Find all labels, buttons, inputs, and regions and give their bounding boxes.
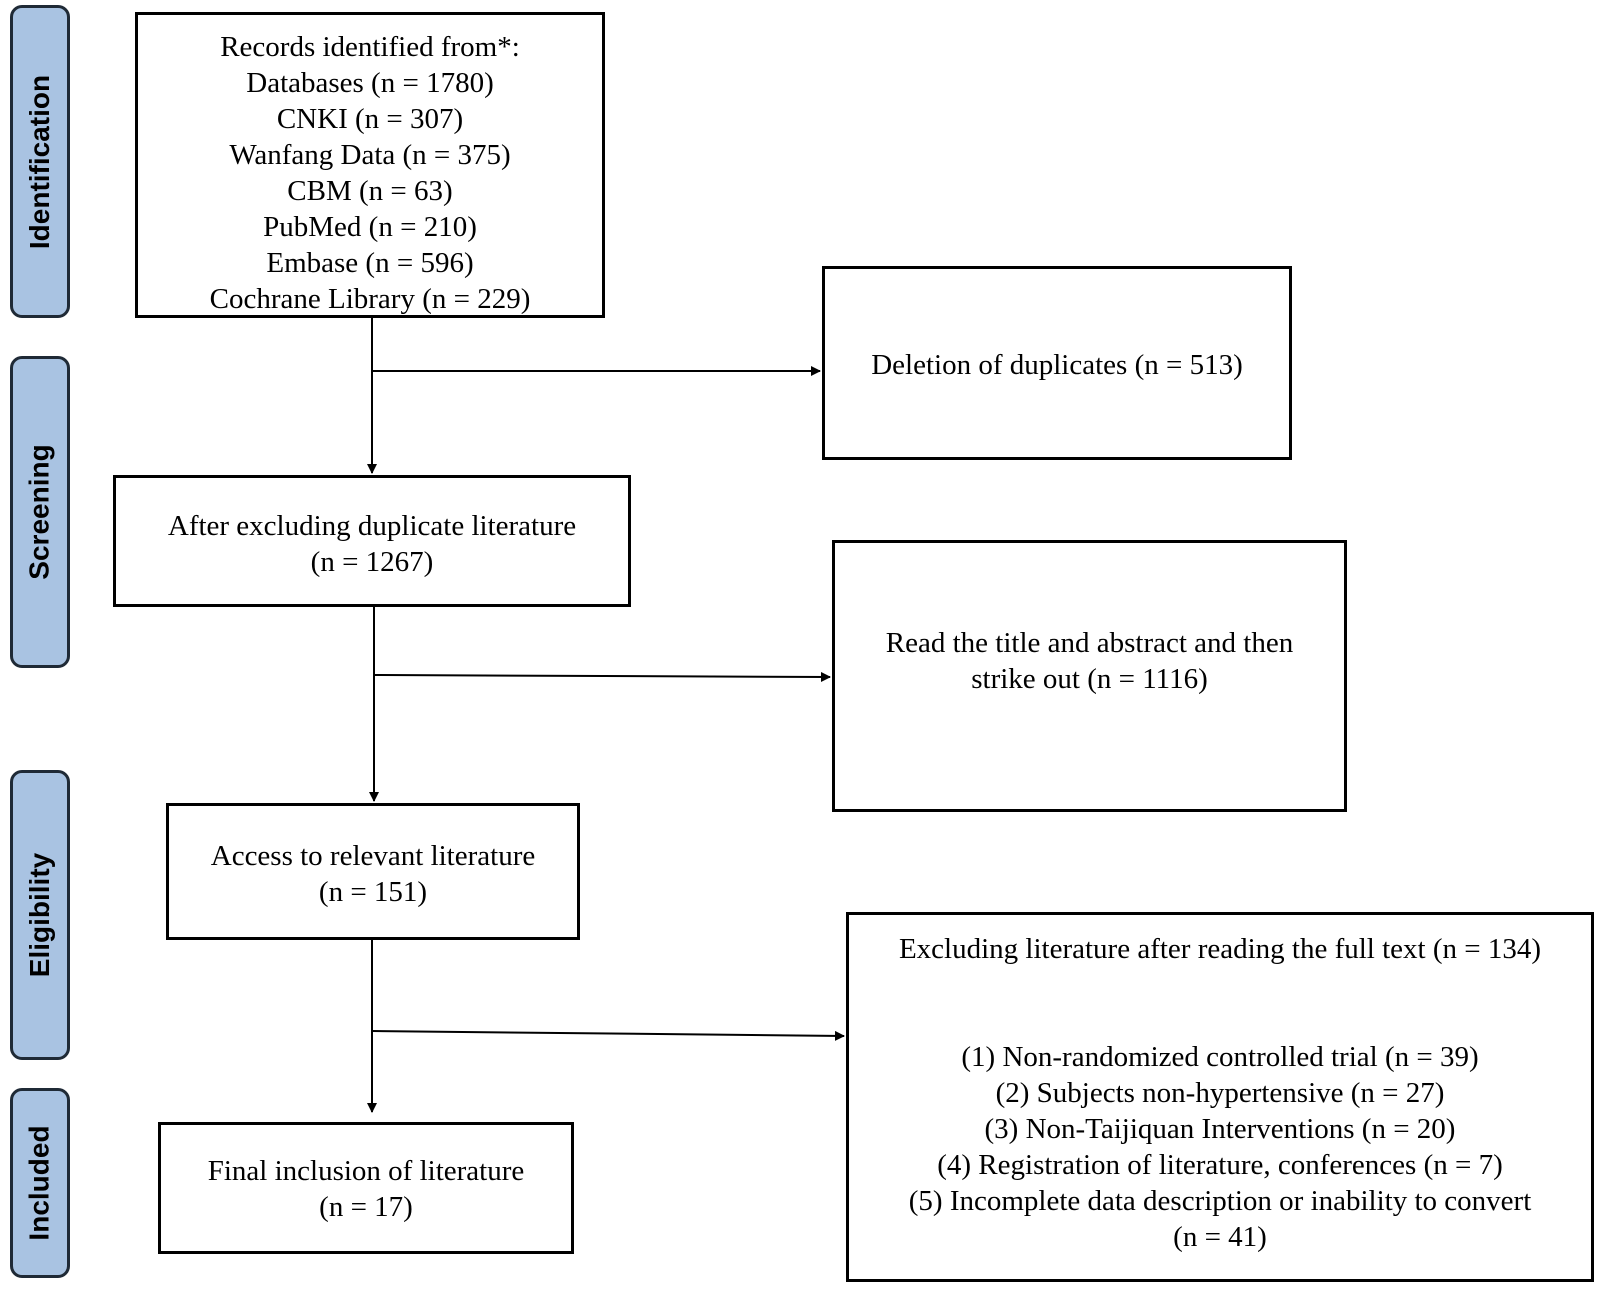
fulltext-heading: Excluding literature after reading the f…	[898, 933, 1542, 965]
records-line: Databases (n = 1780)	[246, 67, 494, 99]
after-duplicates-line: After excluding duplicate literature	[167, 510, 577, 542]
records-line: Embase (n = 596)	[266, 247, 474, 279]
final-inclusion-box: Final inclusion of literature (n = 17)	[158, 1122, 574, 1254]
duplicates-text: Deletion of duplicates (n = 513)	[871, 349, 1243, 381]
after-duplicates-box: After excluding duplicate literature (n …	[113, 475, 631, 607]
records-line: CNKI (n = 307)	[276, 103, 464, 135]
final-inclusion-line: Final inclusion of literature	[207, 1155, 525, 1187]
fulltext-reason: (5) Incomplete data description or inabi…	[908, 1185, 1532, 1217]
title-abstract-box: Read the title and abstract and then str…	[832, 540, 1347, 812]
stage-eligibility: Eligibility	[10, 770, 70, 1060]
fulltext-reason: (2) Subjects non-hypertensive (n = 27)	[995, 1077, 1445, 1109]
relevant-literature-count: (n = 151)	[318, 876, 428, 908]
duplicates-box: Deletion of duplicates (n = 513)	[822, 266, 1292, 460]
title-abstract-count: strike out (n = 1116)	[971, 663, 1208, 695]
arrow-to-title-abstract	[373, 671, 831, 682]
records-line: Cochrane Library (n = 229)	[209, 283, 531, 315]
records-line: Records identified from*:	[220, 31, 520, 63]
fulltext-reason: (4) Registration of literature, conferen…	[937, 1149, 1503, 1181]
records-line: PubMed (n = 210)	[263, 211, 477, 243]
final-inclusion-count: (n = 17)	[319, 1191, 413, 1223]
after-duplicates-count: (n = 1267)	[310, 546, 434, 578]
records-line: Wanfang Data (n = 375)	[229, 139, 511, 171]
arrow-to-fulltext	[371, 1030, 845, 1041]
stage-identification: Identification	[10, 5, 70, 318]
fulltext-reason: (1) Non-randomized controlled trial (n =…	[961, 1041, 1479, 1073]
stage-screening: Screening	[10, 356, 70, 668]
records-identified-box: Records identified from*: Databases (n =…	[135, 12, 605, 318]
fulltext-reason: (n = 41)	[1173, 1221, 1267, 1253]
relevant-literature-line: Access to relevant literature	[210, 840, 536, 872]
records-line: CBM (n = 63)	[287, 175, 453, 207]
fulltext-reason: (3) Non-Taijiquan Interventions (n = 20)	[984, 1113, 1456, 1145]
relevant-literature-box: Access to relevant literature (n = 151)	[166, 803, 580, 940]
title-abstract-line: Read the title and abstract and then	[885, 627, 1294, 659]
stage-included: Included	[10, 1088, 70, 1278]
fulltext-exclusion-box: Excluding literature after reading the f…	[846, 912, 1594, 1282]
